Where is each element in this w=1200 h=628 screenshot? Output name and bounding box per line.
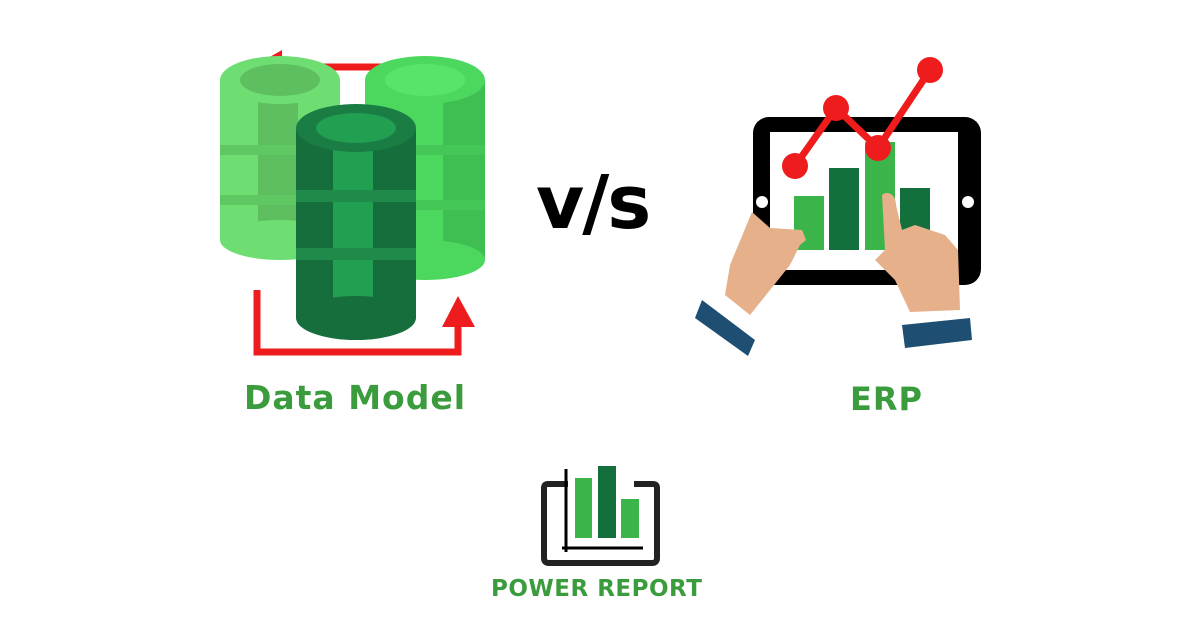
versus-separator: v/s [536,160,651,246]
tablet-chart-hands-icon [695,57,981,356]
erp-label: ERP [850,380,923,418]
bar-chart-report-icon [541,466,660,566]
power-report-label: POWER REPORT [491,576,703,602]
database-cycle-icon [220,50,485,356]
data-model-label: Data Model [244,378,467,417]
